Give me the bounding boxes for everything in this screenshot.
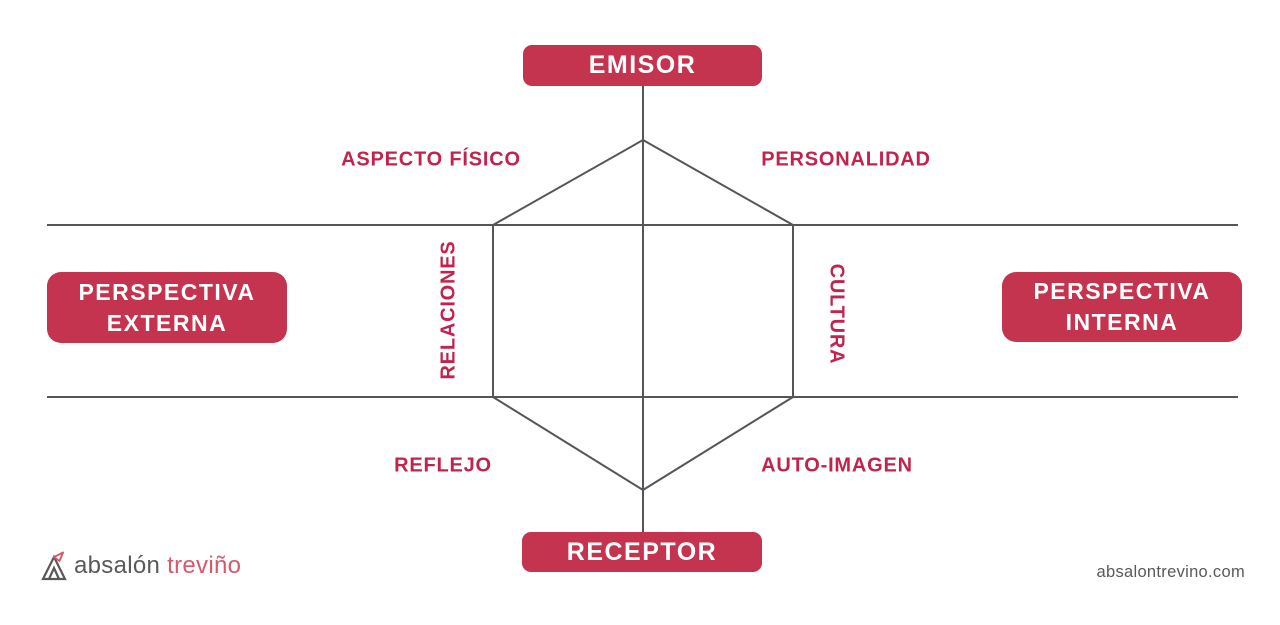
brand-logo-wordmark: absalón treviño: [74, 552, 241, 580]
perspectiva-interna-line1: PERSPECTIVA: [1033, 278, 1211, 304]
perspectiva-externa-line1: PERSPECTIVA: [78, 278, 256, 305]
aspecto-fisico-label: ASPECTO FÍSICO: [341, 148, 521, 171]
perspectiva-interna-node: PERSPECTIVA INTERNA: [1002, 272, 1242, 342]
brand-logo-icon: [41, 551, 67, 581]
cultura-label: CULTURA: [825, 263, 848, 365]
receptor-label: RECEPTOR: [566, 537, 718, 566]
brand-logo: absalón treviño: [40, 550, 241, 582]
relaciones-label: RELACIONES: [437, 240, 460, 380]
receptor-node: RECEPTOR: [522, 532, 762, 572]
emisor-label: EMISOR: [588, 51, 697, 79]
emisor-node: EMISOR: [523, 45, 762, 86]
website-url: absalontrevino.com: [1096, 563, 1245, 581]
auto-imagen-label: AUTO-IMAGEN: [761, 454, 913, 477]
hexagon-outline: [492, 139, 794, 491]
personalidad-label: PERSONALIDAD: [761, 148, 931, 171]
perspectiva-externa-node: PERSPECTIVA EXTERNA: [47, 272, 287, 343]
brand-first-name: absalón: [74, 552, 161, 579]
reflejo-label: REFLEJO: [394, 454, 492, 477]
brand-last-name: treviño: [167, 552, 242, 579]
perspectiva-interna-line2: INTERNA: [1065, 309, 1179, 335]
perspectiva-externa-line2: EXTERNA: [106, 309, 228, 336]
